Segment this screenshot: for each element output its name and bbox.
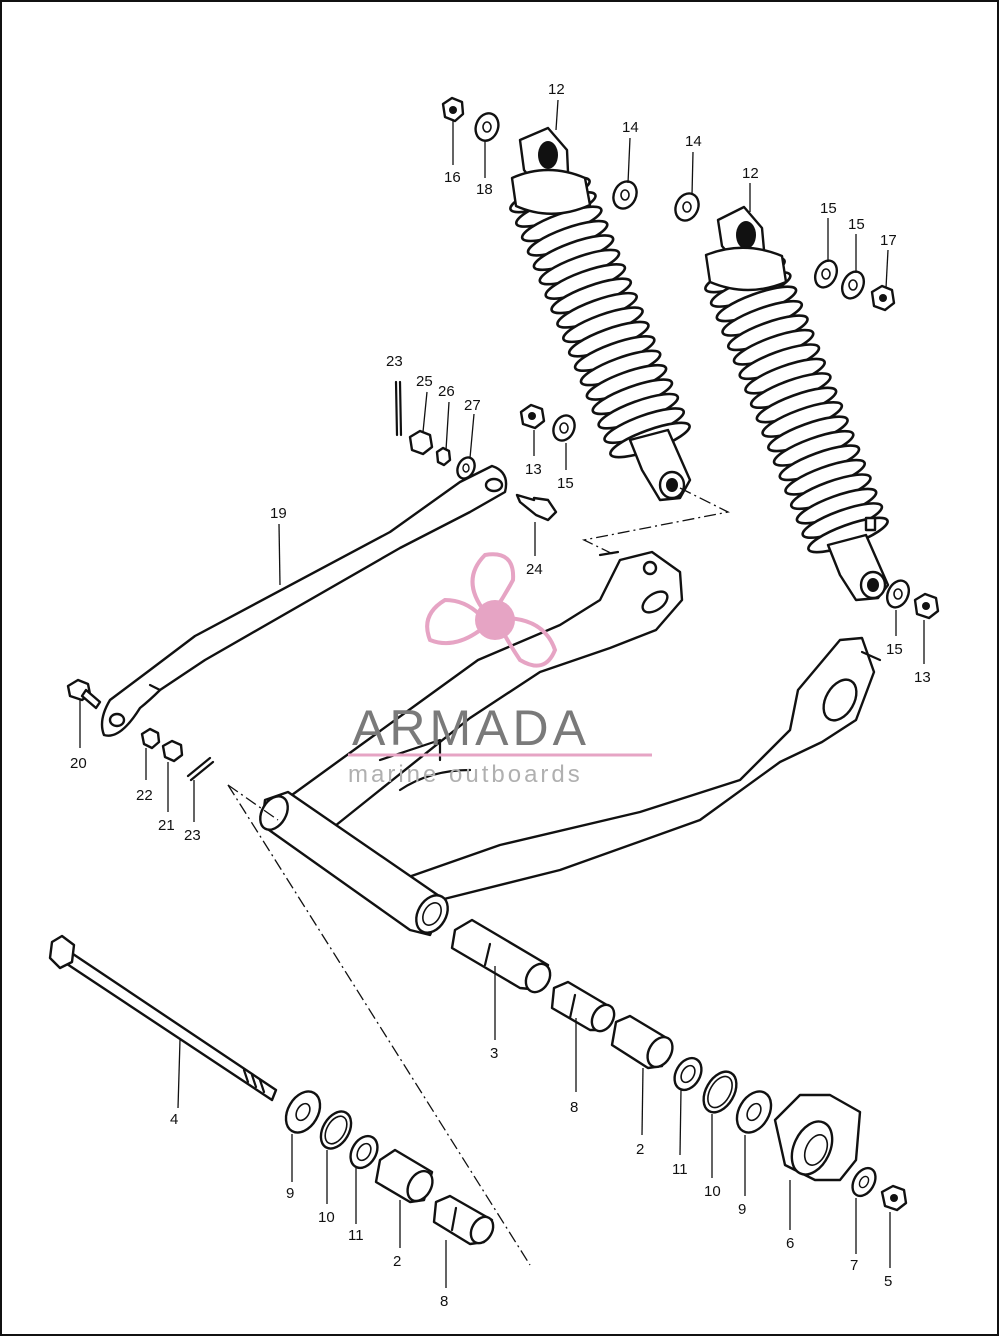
part-label-12-left: 12	[548, 81, 565, 98]
part-label-9-right: 9	[738, 1201, 746, 1218]
propeller-logo-icon	[425, 552, 558, 668]
part-label-14-right: 14	[685, 133, 702, 150]
part-number-labels: 16 18 12 14 14 12 15 15 17 23 25 26 27 1…	[70, 81, 931, 1310]
part-label-10-left: 10	[318, 1209, 335, 1226]
watermark-subtitle: marine outboards	[348, 761, 583, 788]
part-label-24: 24	[526, 561, 543, 578]
left-shock-absorber	[509, 126, 692, 502]
part-label-22: 22	[136, 787, 153, 804]
pivot-hardware-right	[450, 918, 908, 1212]
pivot-bolt-4	[48, 934, 278, 1102]
pivot-hardware-left	[284, 1090, 495, 1246]
part-label-11-right: 11	[672, 1161, 688, 1178]
part-label-27: 27	[464, 397, 481, 414]
part-label-4: 4	[170, 1111, 178, 1128]
watermark: ARMADA marine outboards	[348, 552, 652, 788]
part-label-23-bottom: 23	[184, 827, 201, 844]
part-label-20: 20	[70, 755, 87, 772]
part-label-26: 26	[438, 383, 455, 400]
part-label-19: 19	[270, 505, 287, 522]
leader-lines	[79, 99, 925, 1288]
part-label-13-middle: 13	[525, 461, 542, 478]
part-label-16: 16	[444, 169, 461, 186]
part-label-11-left: 11	[348, 1227, 364, 1244]
part-label-7: 7	[850, 1257, 858, 1274]
right-shock-absorber	[704, 205, 890, 602]
part-label-15-a: 15	[820, 200, 837, 217]
part-label-8-right: 8	[570, 1099, 578, 1116]
part-label-21: 21	[158, 817, 175, 834]
part-label-3: 3	[490, 1045, 498, 1062]
part-label-8-left: 8	[440, 1293, 448, 1310]
part-label-18: 18	[476, 181, 493, 198]
part-label-10-right: 10	[704, 1183, 721, 1200]
top-fasteners	[394, 96, 940, 620]
assembly-guide-lines	[227, 487, 731, 1266]
torque-link-19	[100, 464, 508, 737]
part-label-13-lower: 13	[914, 669, 931, 686]
part-label-15-b: 15	[848, 216, 865, 233]
bolt-nuts-20-21-22-23	[66, 678, 215, 782]
part-label-6: 6	[786, 1235, 794, 1252]
part-label-15-middle: 15	[557, 475, 574, 492]
part-label-15-lower: 15	[886, 641, 903, 658]
part-label-14-left: 14	[622, 119, 639, 136]
part-label-5: 5	[884, 1273, 892, 1290]
part-label-23-top: 23	[386, 353, 403, 370]
swing-arm	[259, 550, 882, 937]
part-label-17: 17	[880, 232, 897, 249]
part-label-2-right: 2	[636, 1141, 644, 1158]
part-label-2-left: 2	[393, 1253, 401, 1270]
watermark-brand: ARMADA	[352, 700, 590, 756]
part-label-9-left: 9	[286, 1185, 294, 1202]
part-label-12-right: 12	[742, 165, 759, 182]
part-label-25: 25	[416, 373, 433, 390]
